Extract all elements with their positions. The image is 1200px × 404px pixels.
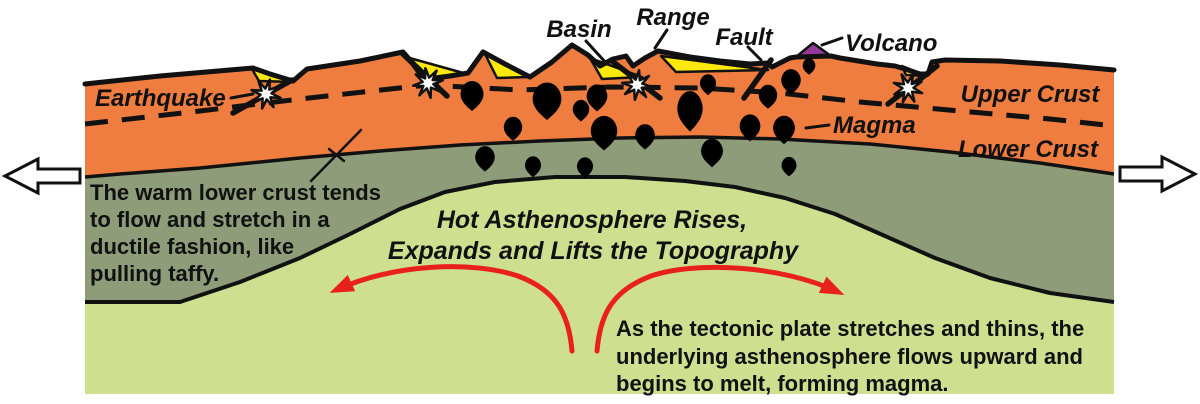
- asthenosphere-heading: Hot Asthenosphere Rises, Expands and Lif…: [388, 206, 799, 265]
- lower-crust-note-line2: to flow and stretch in a: [90, 207, 330, 232]
- magma-label: Magma: [833, 112, 916, 139]
- stretching-note: As the tectonic plate stretches and thin…: [616, 316, 1084, 396]
- range-label-pointer: [653, 28, 669, 50]
- upper-crust-layer: [85, 45, 1114, 177]
- basin-sediment-wedge: [659, 54, 770, 74]
- lower-crust-note-pointer: [309, 128, 363, 183]
- lower-crust-label: Lower Crust: [958, 136, 1099, 163]
- asthenosphere-heading-line2: Expands and Lifts the Topography: [388, 237, 799, 265]
- extension-arrow-left-icon: [1, 156, 82, 196]
- asthenosphere-layer: [85, 177, 1114, 394]
- stretching-note-line3: begins to melt, forming magma.: [616, 371, 948, 396]
- lower-crust-note-line1: The warm lower crust tends: [90, 180, 381, 205]
- lower-crust-note: The warm lower crust tends to flow and s…: [90, 180, 381, 286]
- earthquake-label-pointer: [229, 92, 255, 100]
- crust-base-boundary: [84, 135, 1115, 179]
- lower-crust-note-line3: ductile fashion, like: [90, 234, 294, 259]
- upper-lower-crust-dashed-line: [84, 82, 1115, 129]
- basin-label-pointer: [584, 39, 609, 66]
- fault-label-pointer: [746, 45, 763, 62]
- asthenosphere-top-boundary: [85, 175, 1115, 304]
- volcano-label: Volcano: [845, 30, 937, 57]
- volcano-label-pointer: [820, 36, 844, 47]
- topography-surface-line: [82, 42, 1117, 87]
- extension-arrow-right-icon: [1118, 154, 1199, 194]
- lower-crust-note-line4: pulling taffy.: [90, 261, 219, 286]
- range-label: Range: [636, 4, 709, 31]
- upper-crust-label: Upper Crust: [961, 81, 1101, 108]
- fault-label: Fault: [715, 24, 773, 51]
- stretching-note-line2: underlying asthenosphere flows upward an…: [616, 344, 1083, 369]
- lower-crust-layer: [85, 137, 1114, 302]
- stretching-note-line1: As the tectonic plate stretches and thin…: [616, 316, 1084, 341]
- flow-arrow-right-icon: [594, 264, 845, 354]
- flow-arrow-left-icon: [329, 264, 575, 354]
- earthquake-label: Earthquake: [95, 85, 226, 112]
- asthenosphere-heading-line1: Hot Asthenosphere Rises,: [437, 206, 747, 234]
- fault-line: [741, 57, 774, 101]
- basin-label: Basin: [546, 16, 611, 43]
- magma-label-pointer: [804, 123, 831, 130]
